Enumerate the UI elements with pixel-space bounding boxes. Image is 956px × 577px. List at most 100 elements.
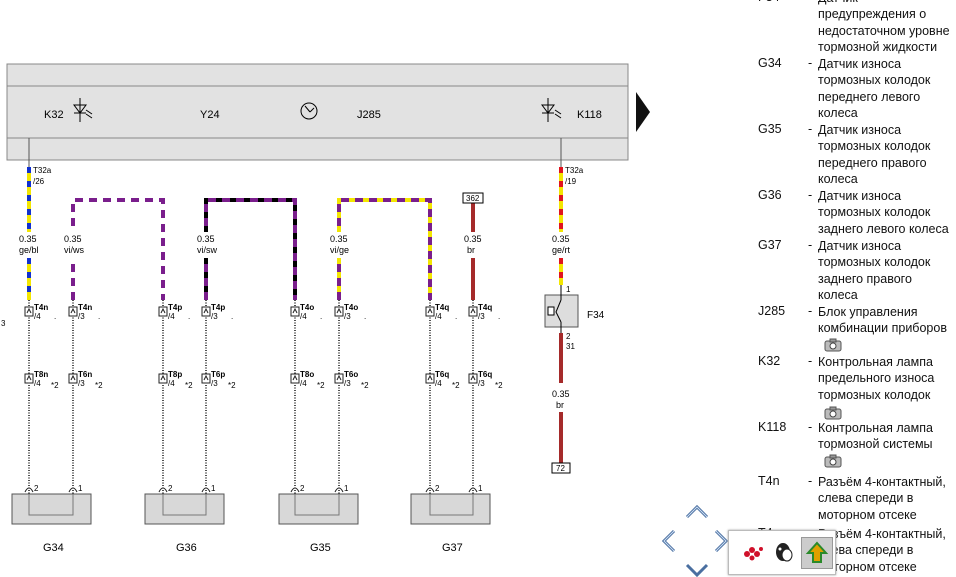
legend-code: K32 xyxy=(758,354,781,368)
connector-pin xyxy=(201,306,211,317)
connector-pin xyxy=(290,373,300,384)
wear-sensor-box xyxy=(11,493,92,525)
mask-button[interactable] xyxy=(769,537,799,567)
connector-t32a-right: T32a xyxy=(565,166,584,175)
connector-dot: . xyxy=(231,312,233,321)
connector-pin-number: /3 xyxy=(344,379,351,388)
connector-pin xyxy=(24,373,34,384)
connector-pin-number: /4 xyxy=(435,379,442,388)
connector-label: T6q xyxy=(478,370,492,379)
lamp-k32-icon xyxy=(73,98,93,122)
pin-arrow-icon xyxy=(292,307,298,314)
sensor-pin-number: 2 xyxy=(168,484,173,493)
wire-color-4: vi/ge xyxy=(330,245,349,255)
connector-label: T6p xyxy=(211,370,225,379)
pin-arrow-icon xyxy=(26,374,32,381)
legend-desc: Датчик износа тормозных колодок переднег… xyxy=(818,123,931,186)
next-page-button[interactable] xyxy=(636,92,650,132)
up-level-button[interactable] xyxy=(801,537,833,569)
connector-pin-number: /3 xyxy=(211,312,218,321)
ground-ref-top: 362 xyxy=(466,194,480,203)
wear-sensor-box xyxy=(278,493,359,525)
sensor-loop xyxy=(162,494,207,516)
wire-size-5: 0.35 xyxy=(464,234,482,244)
legend-desc: Датчик износа тормозных колодок переднег… xyxy=(818,57,931,120)
nav-right-icon[interactable] xyxy=(714,529,730,553)
connector-pin-number: /3 xyxy=(478,379,485,388)
nav-down-icon[interactable] xyxy=(685,563,709,577)
home-up-icon xyxy=(805,541,829,563)
connector-label: T4n xyxy=(78,303,92,312)
camera-icon[interactable] xyxy=(824,454,842,468)
connector-pin xyxy=(334,373,344,384)
legend-code: T4n xyxy=(758,474,780,488)
connector-dot: . xyxy=(498,312,500,321)
pin-arrow-icon xyxy=(203,374,209,381)
ground-ref-bottom: 72 xyxy=(556,464,565,473)
nav-left-icon[interactable] xyxy=(660,529,676,553)
connector-pin-number: /4 xyxy=(435,312,442,321)
highlight-button[interactable] xyxy=(737,537,767,567)
pin-arrow-icon xyxy=(427,307,433,314)
connector-pin xyxy=(201,373,211,384)
label-k118: K118 xyxy=(577,109,602,121)
label-y24: Y24 xyxy=(200,109,220,121)
sensor-label: G36 xyxy=(176,542,197,554)
sensor-pin-number: 2 xyxy=(34,484,39,493)
wire-size-7: 0.35 xyxy=(552,389,570,399)
camera-icon[interactable] xyxy=(824,338,842,352)
legend-code: J285 xyxy=(758,304,786,318)
viewer-toolbar xyxy=(728,530,836,575)
footnote-marker: *2 xyxy=(228,381,236,390)
connector-dot: . xyxy=(98,312,100,321)
connector-label: T4p xyxy=(168,303,182,312)
sensor-pin-number: 1 xyxy=(78,484,83,493)
connector-label: T4q xyxy=(478,303,492,312)
fuse-pin-bottom-b: 31 xyxy=(566,342,575,351)
sensor-pin-number: 1 xyxy=(211,484,216,493)
legend-desc: Блок управления комбинации приборов xyxy=(818,305,947,336)
fuse-pin-top: 1 xyxy=(566,285,571,294)
wire-color-1: ge/bl xyxy=(19,245,39,255)
gauge-y24-icon xyxy=(300,102,318,120)
wire-color-5: br xyxy=(467,245,475,255)
wire-vi-sw xyxy=(204,198,297,300)
connector-pin-number: /4 xyxy=(300,312,307,321)
legend-desc: Разъём 4-контактный, слева спереди в мот… xyxy=(818,475,946,522)
pin-arrow-icon xyxy=(203,307,209,314)
connector-label: T6n xyxy=(78,370,92,379)
wire-size-4: 0.35 xyxy=(330,234,348,244)
connector-pin xyxy=(290,306,300,317)
legend-code: F34 xyxy=(758,0,780,4)
sensor-loop xyxy=(294,494,340,516)
legend-dash: - xyxy=(808,0,812,4)
footnote-marker: *2 xyxy=(51,381,59,390)
connector-pin-number: /4 xyxy=(34,379,41,388)
component-legend: F34-Датчик предупреждения о недостаточно… xyxy=(750,0,956,573)
connector-pin-number: /4 xyxy=(168,312,175,321)
connector-dot: . xyxy=(320,312,322,321)
legend-dash: - xyxy=(808,238,813,252)
wire-color-6: ge/rt xyxy=(552,245,571,255)
connector-label: T8n xyxy=(34,370,48,379)
nav-up-icon[interactable] xyxy=(685,503,709,519)
sensor-pin-icon xyxy=(468,487,478,493)
connector-label: T4q xyxy=(435,303,449,312)
wire-color-3: vi/sw xyxy=(197,245,218,255)
lower-wiring xyxy=(28,300,474,494)
connector-label: T4n xyxy=(34,303,48,312)
sensor-pin-icon xyxy=(68,487,78,493)
wire-vi-ws xyxy=(71,198,165,300)
connector-t32a-left-pin: /26 xyxy=(33,177,45,186)
legend-desc: Датчик износа тормозных колодок заднего … xyxy=(818,189,949,236)
connector-pin-number: /3 xyxy=(78,312,85,321)
legend-desc: Контрольная лампа тормозной системы xyxy=(818,421,933,452)
camera-icon[interactable] xyxy=(824,406,842,420)
connector-pin-number: /3 xyxy=(78,379,85,388)
footnote-marker: *2 xyxy=(95,381,103,390)
connector-dot: . xyxy=(364,312,366,321)
wear-sensor-box xyxy=(144,493,225,525)
label-j285: J285 xyxy=(357,109,381,121)
pin-arrow-icon xyxy=(70,374,76,381)
connector-t32a-left: T32a xyxy=(33,166,52,175)
